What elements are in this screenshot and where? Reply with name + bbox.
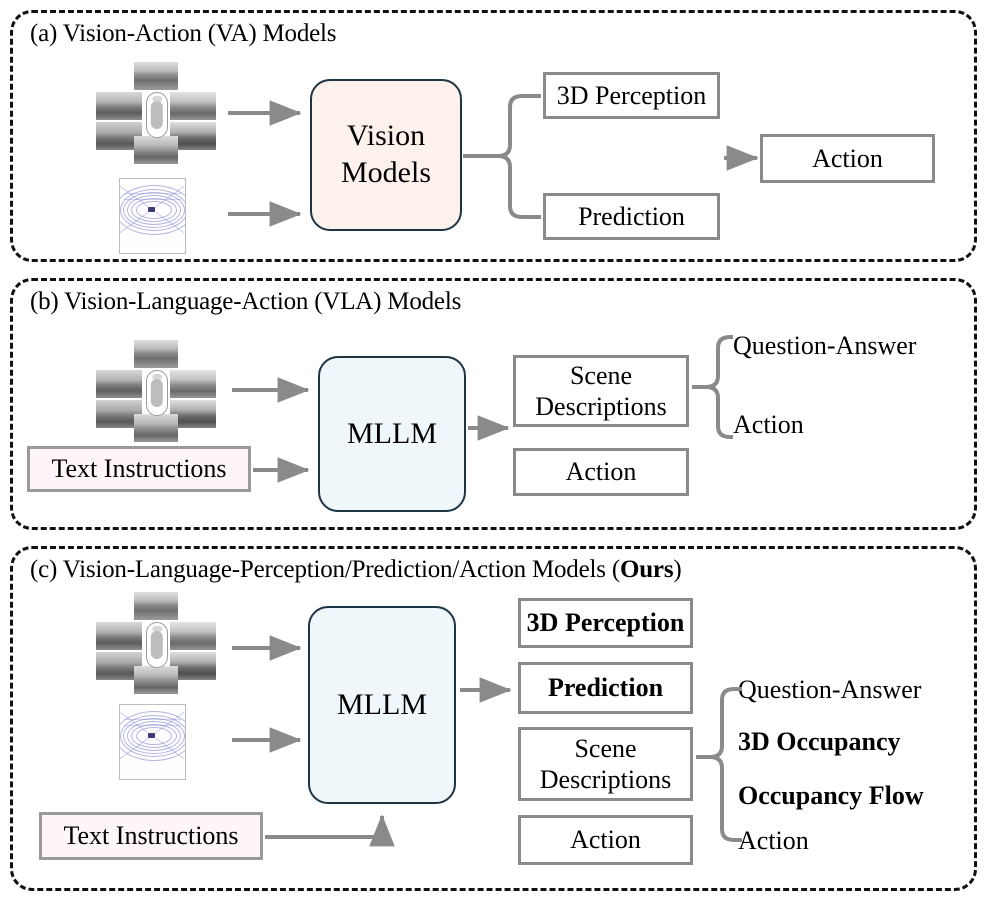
output-label-line1: Scene xyxy=(574,733,637,763)
panel-c-title-prefix: (c) Vision-Language-Perception/Predictio… xyxy=(30,556,620,583)
panel-c-brace-item-3d-occupancy: 3D Occupancy xyxy=(738,727,901,757)
panel-a-camera-montage xyxy=(96,62,216,164)
panel-c-output-action: Action xyxy=(518,815,693,865)
output-label: Action xyxy=(565,457,637,487)
text-instructions-label: Text Instructions xyxy=(63,821,239,850)
mllm-label: MLLM xyxy=(337,687,427,721)
panel-b-text-instructions-box[interactable]: Text Instructions xyxy=(27,446,251,492)
panel-b-brace-item-question-answer: Question-Answer xyxy=(733,331,916,361)
camera-view-front-right xyxy=(170,622,216,650)
camera-view-front xyxy=(134,62,178,90)
camera-view-front-right xyxy=(170,370,216,398)
panel-c-output-prediction: Prediction xyxy=(518,662,693,714)
panel-a-title-text: (a) Vision-Action (VA) Models xyxy=(30,20,337,47)
panel-c-title-suffix: ) xyxy=(673,556,682,583)
ego-vehicle-icon xyxy=(146,622,168,668)
panel-c-brace-item-occupancy-flow: Occupancy Flow xyxy=(738,781,924,811)
panel-c-camera-montage xyxy=(96,592,216,694)
panel-a-title: (a) Vision-Action (VA) Models xyxy=(30,20,337,48)
camera-view-front xyxy=(134,340,178,368)
panel-c-title-bold: Ours xyxy=(619,556,674,583)
brace-item-label: 3D Occupancy xyxy=(738,727,901,756)
output-label-line1: Scene xyxy=(569,360,633,390)
panel-c-mllm-block: MLLM xyxy=(308,606,456,804)
panel-b-output-action: Action xyxy=(513,448,689,496)
panel-c-output-scene-descriptions: Scene Descriptions xyxy=(518,727,693,801)
panel-b-camera-montage xyxy=(96,340,216,442)
panel-c-lidar-point-cloud xyxy=(119,704,186,780)
camera-view-front-right xyxy=(170,92,216,120)
brace-item-label: Question-Answer xyxy=(733,331,917,360)
vision-models-label-line1: Vision xyxy=(346,119,426,153)
panel-c-brace-item-action: Action xyxy=(738,826,809,856)
panel-b-title-text: (b) Vision-Language-Action (VLA) Models xyxy=(30,288,462,315)
panel-c-title: (c) Vision-Language-Perception/Predictio… xyxy=(30,556,682,584)
brace-item-label: Action xyxy=(738,826,809,855)
panel-a-lidar-point-cloud xyxy=(119,178,186,254)
panel-c-output-3d-perception: 3D Perception xyxy=(518,598,693,648)
camera-view-back xyxy=(134,136,178,164)
output-label: Action xyxy=(812,143,883,173)
brace-item-label: Action xyxy=(733,410,804,439)
brace-item-label: Occupancy Flow xyxy=(738,781,924,810)
panel-a-output-action: Action xyxy=(760,134,935,183)
camera-view-front xyxy=(134,592,178,620)
output-label-line2: Descriptions xyxy=(539,765,672,794)
output-label-line2: Descriptions xyxy=(535,392,667,421)
output-label: 3D Perception xyxy=(526,608,685,638)
text-instructions-label: Text Instructions xyxy=(51,454,227,483)
brace-item-label: Question-Answer xyxy=(738,675,922,704)
panel-a-output-prediction: Prediction xyxy=(543,193,720,240)
panel-b-output-scene-descriptions: Scene Descriptions xyxy=(513,355,689,427)
output-label: Prediction xyxy=(547,673,664,703)
panel-c-text-instructions-box[interactable]: Text Instructions xyxy=(39,812,263,860)
mllm-label: MLLM xyxy=(347,416,437,450)
vision-models-block: Vision Models xyxy=(310,79,462,231)
panel-a-output-3d-perception: 3D Perception xyxy=(543,72,720,119)
panel-b-mllm-block: MLLM xyxy=(318,356,466,512)
camera-view-back xyxy=(134,414,178,442)
ego-vehicle-icon xyxy=(146,370,168,416)
camera-view-front-left xyxy=(96,622,142,650)
output-label: Action xyxy=(570,825,641,855)
camera-view-front-left xyxy=(96,370,142,398)
output-label: Prediction xyxy=(578,201,685,231)
panel-b-brace-item-action: Action xyxy=(733,410,804,440)
camera-view-front-left xyxy=(96,92,142,120)
vision-models-label-line2: Models xyxy=(341,156,431,189)
ego-vehicle-icon xyxy=(146,92,168,138)
camera-view-back xyxy=(134,666,178,694)
panel-b-title: (b) Vision-Language-Action (VLA) Models xyxy=(30,288,461,316)
panel-c-brace-item-question-answer: Question-Answer xyxy=(738,675,921,705)
output-label: 3D Perception xyxy=(556,80,707,110)
